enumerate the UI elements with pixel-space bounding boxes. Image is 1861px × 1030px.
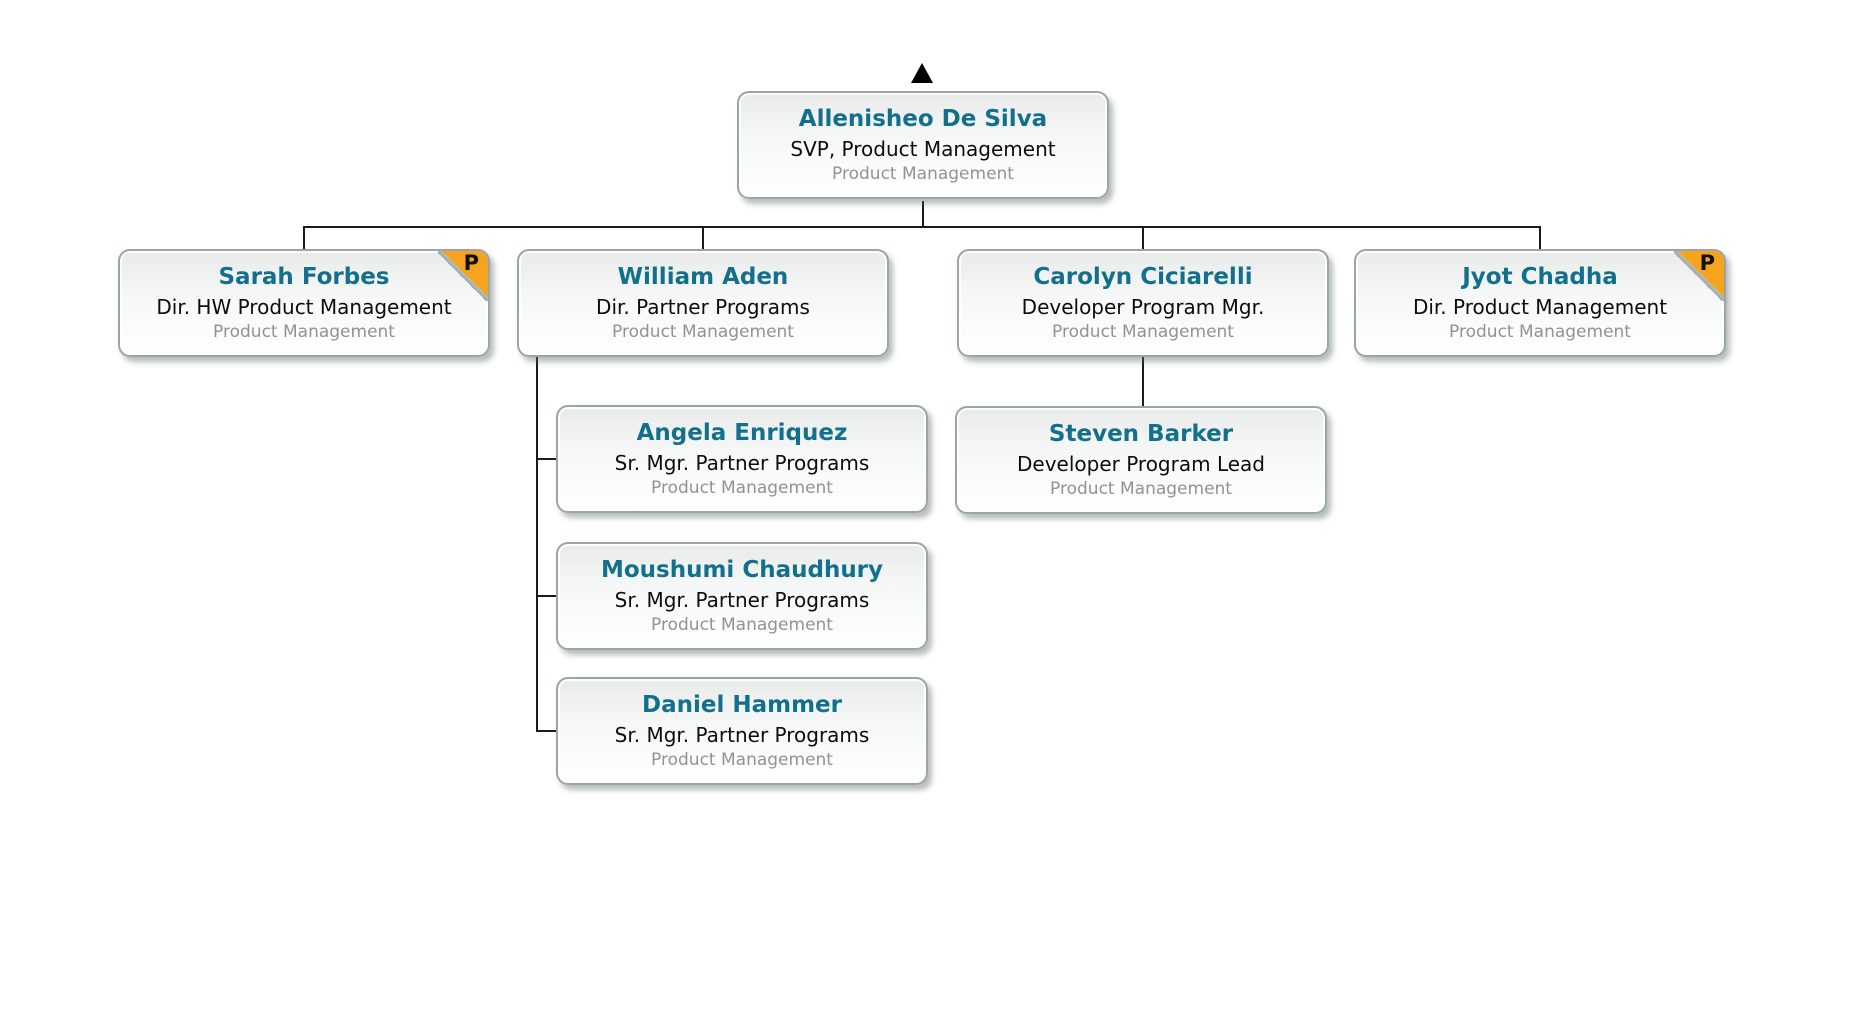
employee-department: Product Management xyxy=(832,163,1014,184)
employee-name: Angela Enriquez xyxy=(636,420,848,446)
org-node-steven-barker[interactable]: Steven Barker Developer Program Lead Pro… xyxy=(955,406,1327,514)
org-node-jyot-chadha[interactable]: P Jyot Chadha Dir. Product Management Pr… xyxy=(1354,249,1726,357)
employee-title: Developer Program Lead xyxy=(1016,451,1265,476)
connector-stub-angela xyxy=(536,458,558,460)
employee-name: Carolyn Ciciarelli xyxy=(1033,264,1253,290)
org-node-daniel-hammer[interactable]: Daniel Hammer Sr. Mgr. Partner Programs … xyxy=(556,677,928,785)
employee-title: Dir. Partner Programs xyxy=(596,294,810,319)
connector-drop-jyot xyxy=(1539,226,1541,250)
employee-name: William Aden xyxy=(617,264,789,290)
org-node-william-aden[interactable]: William Aden Dir. Partner Programs Produ… xyxy=(517,249,889,357)
employee-title: Developer Program Mgr. xyxy=(1021,294,1265,319)
connector-root-stem xyxy=(922,201,924,228)
employee-department: Product Management xyxy=(651,477,833,498)
connector-stub-daniel xyxy=(536,730,558,732)
org-node-carolyn-ciciarelli[interactable]: Carolyn Ciciarelli Developer Program Mgr… xyxy=(957,249,1329,357)
employee-name: Steven Barker xyxy=(1048,421,1234,447)
org-node-moushumi-chaudhury[interactable]: Moushumi Chaudhury Sr. Mgr. Partner Prog… xyxy=(556,542,928,650)
employee-department: Product Management xyxy=(1449,321,1631,342)
org-node-angela-enriquez[interactable]: Angela Enriquez Sr. Mgr. Partner Program… xyxy=(556,405,928,513)
employee-name: Sarah Forbes xyxy=(218,264,390,290)
org-node-sarah-forbes[interactable]: P Sarah Forbes Dir. HW Product Managemen… xyxy=(118,249,490,357)
connector-carolyn-steven xyxy=(1142,357,1144,407)
org-node-allenisheo-de-silva[interactable]: Allenisheo De Silva SVP, Product Managem… xyxy=(737,91,1109,199)
employee-name: Allenisheo De Silva xyxy=(798,106,1048,132)
connector-bus xyxy=(303,226,1541,228)
connector-drop-sarah xyxy=(303,226,305,250)
employee-department: Product Management xyxy=(213,321,395,342)
employee-name: Daniel Hammer xyxy=(641,692,842,718)
employee-department: Product Management xyxy=(651,749,833,770)
employee-name: Jyot Chadha xyxy=(1462,264,1618,290)
employee-department: Product Management xyxy=(1050,478,1232,499)
employee-department: Product Management xyxy=(1052,321,1234,342)
connector-stub-moushumi xyxy=(536,595,558,597)
employee-title: Sr. Mgr. Partner Programs xyxy=(614,722,870,747)
partner-badge: P xyxy=(1674,251,1724,301)
partner-badge-letter: P xyxy=(1699,251,1715,275)
employee-title: SVP, Product Management xyxy=(790,136,1056,161)
partner-badge: P xyxy=(438,251,488,301)
employee-department: Product Management xyxy=(612,321,794,342)
employee-title: Dir. Product Management xyxy=(1412,294,1668,319)
employee-title: Sr. Mgr. Partner Programs xyxy=(614,450,870,475)
connector-drop-william xyxy=(702,226,704,250)
connector-william-spine xyxy=(536,357,538,732)
parent-arrow-icon[interactable] xyxy=(911,63,933,83)
employee-title: Sr. Mgr. Partner Programs xyxy=(614,587,870,612)
employee-title: Dir. HW Product Management xyxy=(156,294,452,319)
employee-department: Product Management xyxy=(651,614,833,635)
employee-name: Moushumi Chaudhury xyxy=(600,557,884,583)
partner-badge-letter: P xyxy=(463,251,479,275)
connector-drop-carolyn xyxy=(1142,226,1144,250)
